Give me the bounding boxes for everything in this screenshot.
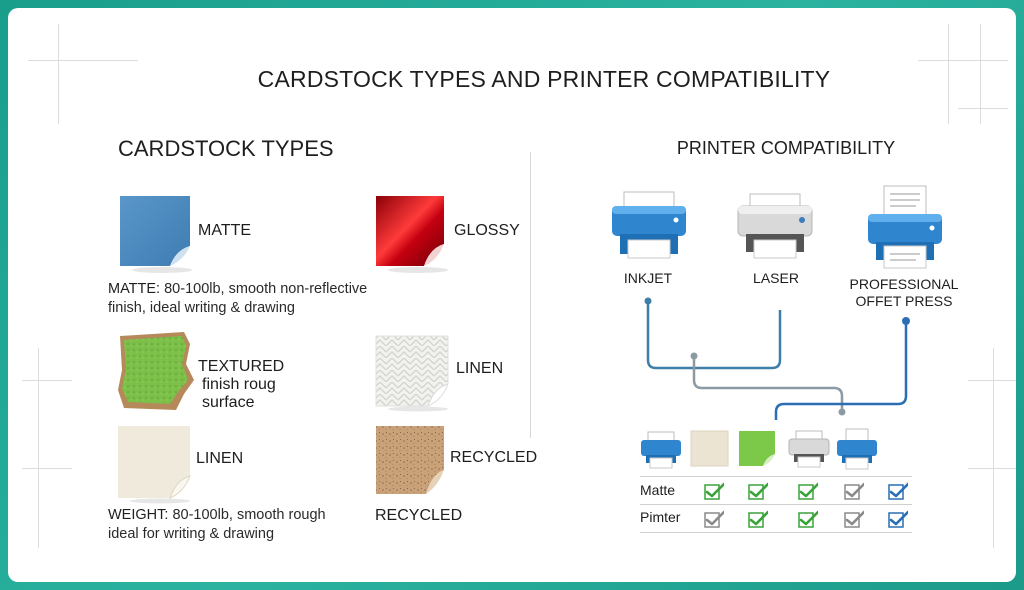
crop-mark — [958, 108, 1008, 109]
page-title: CARDSTOCK TYPES AND PRINTER COMPATIBILIT… — [257, 66, 831, 92]
matte-desc-line2: finish, ideal writing & drawing — [108, 300, 295, 316]
matte-label: MATTE — [198, 222, 252, 239]
textured-sub2: surface — [202, 394, 255, 411]
glossy-label: GLOSSY — [454, 222, 520, 239]
laser-printer-icon — [737, 193, 813, 259]
crop-mark — [968, 468, 1016, 469]
offset-press-label: PROFESSIONAL OFFET PRESS — [844, 276, 964, 310]
check-icon — [844, 482, 864, 500]
connector-lines — [644, 297, 910, 420]
inkjet-printer-icon — [612, 191, 686, 259]
table-row-label: Matte — [640, 482, 676, 498]
crop-mark — [948, 24, 949, 124]
table-row-label: Pimter — [640, 509, 681, 525]
check-icon — [888, 482, 908, 500]
matte-desc-bold: MATTE: — [108, 281, 161, 297]
printer-compatibility-heading: PRINTER COMPATIBILITY — [676, 138, 896, 158]
crop-mark — [22, 468, 72, 469]
matte-swatch-icon — [120, 196, 192, 273]
table-inkjet-printer-icon — [641, 431, 681, 469]
weight-description: WEIGHT: 80-100lb, smooth rough ideal for… — [108, 506, 326, 544]
crop-mark — [918, 60, 1008, 61]
crop-mark — [38, 348, 39, 548]
offset-press-line2: OFFET PRESS — [855, 293, 953, 309]
laser-label: LASER — [753, 270, 799, 286]
crop-mark — [968, 380, 1016, 381]
glossy-swatch-icon — [376, 196, 448, 273]
offset-press-line1: PROFESSIONAL — [849, 276, 959, 292]
check-icon — [798, 510, 818, 528]
check-icon — [704, 482, 724, 500]
recycled-swatch-icon — [376, 426, 444, 494]
textured-label: TEXTURED — [198, 358, 285, 375]
table-green-swatch-icon — [739, 431, 775, 466]
infographic-card: CARDSTOCK TYPES AND PRINTER COMPATIBILIT… — [8, 8, 1016, 582]
linen-left-label: LINEN — [196, 450, 244, 467]
table-laser-printer-icon — [788, 430, 830, 468]
crop-mark — [980, 24, 981, 124]
crop-mark — [58, 24, 59, 124]
matte-desc-line1: 80-100lb, smooth non-reflective — [160, 281, 368, 297]
linen-cream-swatch-icon — [118, 426, 191, 504]
crop-mark — [993, 348, 994, 548]
crop-mark — [28, 60, 138, 61]
table-cream-swatch-icon — [690, 430, 729, 467]
check-icon — [704, 510, 724, 528]
check-icon — [748, 510, 768, 528]
table-rule — [640, 532, 912, 533]
weight-desc-line1: 80-100lb, smooth rough — [168, 507, 326, 523]
recycled-below-label: RECYCLED — [375, 507, 463, 524]
crop-mark — [22, 380, 72, 381]
check-icon — [748, 482, 768, 500]
check-icon — [888, 510, 908, 528]
linen-swatch-icon — [375, 335, 449, 412]
recycled-label: RECYCLED — [450, 449, 538, 466]
table-offset-printer-icon — [837, 428, 877, 470]
cardstock-types-heading: CARDSTOCK TYPES — [118, 136, 334, 161]
inkjet-label: INKJET — [623, 270, 673, 286]
weight-desc-bold: WEIGHT: — [108, 507, 169, 523]
weight-desc-line2: ideal for writing & drawing — [108, 526, 275, 542]
textured-sub1: finish roug — [202, 376, 276, 393]
table-rule — [640, 476, 912, 477]
offset-press-printer-icon — [868, 185, 942, 269]
table-rule — [640, 504, 912, 505]
check-icon — [844, 510, 864, 528]
textured-swatch-icon — [118, 332, 194, 410]
matte-description: MATTE: 80-100lb, smooth non-reflective f… — [108, 280, 367, 318]
section-divider — [530, 152, 531, 438]
linen-right-label: LINEN — [456, 360, 504, 377]
check-icon — [798, 482, 818, 500]
